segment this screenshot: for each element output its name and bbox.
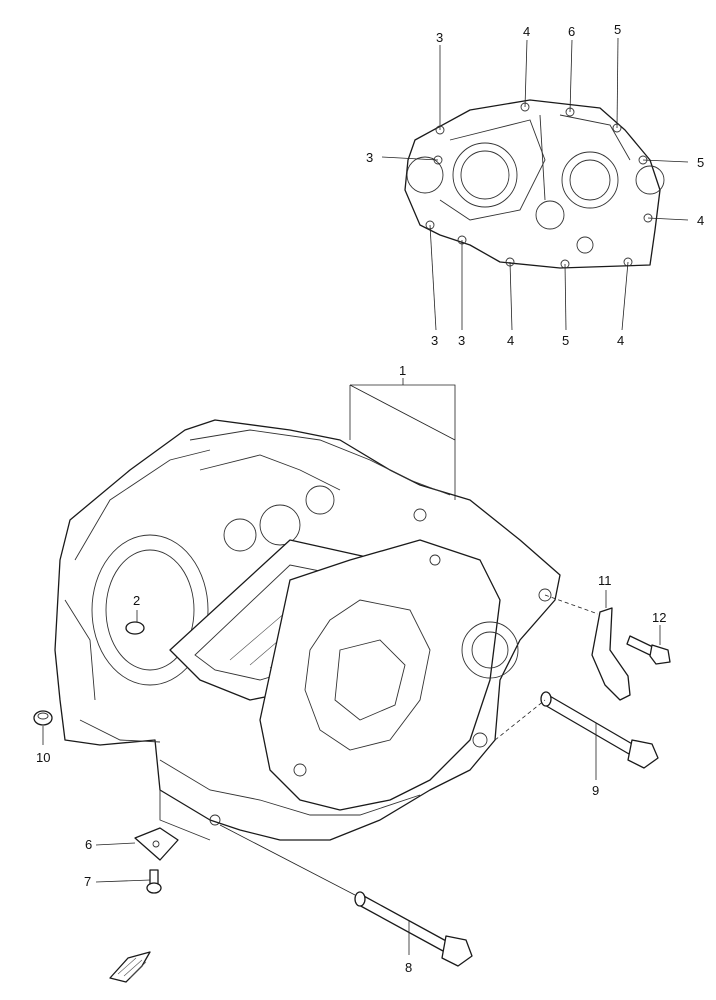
inset-callout-top-3: 3	[436, 30, 443, 45]
callout-2: 2	[133, 593, 140, 608]
callout-1: 1	[399, 363, 406, 378]
inset-callout-top-5: 5	[614, 22, 621, 37]
callout-9: 9	[592, 783, 599, 798]
inset-callout-top-4: 4	[523, 24, 530, 39]
inset-callout-bottom-4b: 4	[617, 333, 624, 348]
main-leader-lines	[42, 378, 661, 955]
callout-12: 12	[652, 610, 666, 625]
callout-11: 11	[598, 573, 612, 588]
plate-part-6	[134, 827, 179, 861]
callout-6: 6	[85, 837, 92, 852]
inset-callout-bottom-3b: 3	[458, 333, 465, 348]
bracket-part-11	[591, 607, 631, 701]
inset-callout-right-5: 5	[697, 155, 704, 170]
callout-10: 10	[36, 750, 50, 765]
callout-labels: 1 2 6 7 8 9 10 11 12 3 4 6 5 3 5 4 3 3 4…	[36, 22, 704, 975]
inset-leader-lines	[381, 37, 689, 331]
inset-callout-top-6: 6	[568, 24, 575, 39]
inset-callout-bottom-4: 4	[507, 333, 514, 348]
screw-part-7	[146, 869, 162, 894]
crankcase-assembly	[33, 419, 561, 841]
bolt-part-9	[540, 691, 659, 769]
callout-7: 7	[84, 874, 91, 889]
inset-callout-left-3: 3	[366, 150, 373, 165]
inset-callout-right-4: 4	[697, 213, 704, 228]
inset-callout-bottom-3a: 3	[431, 333, 438, 348]
inset-callout-bottom-5: 5	[562, 333, 569, 348]
front-direction-arrow	[109, 951, 151, 983]
bolt-location-inset	[404, 99, 665, 269]
callout-8: 8	[405, 960, 412, 975]
bolt-part-8	[354, 891, 473, 967]
bolt-part-12	[626, 635, 671, 665]
